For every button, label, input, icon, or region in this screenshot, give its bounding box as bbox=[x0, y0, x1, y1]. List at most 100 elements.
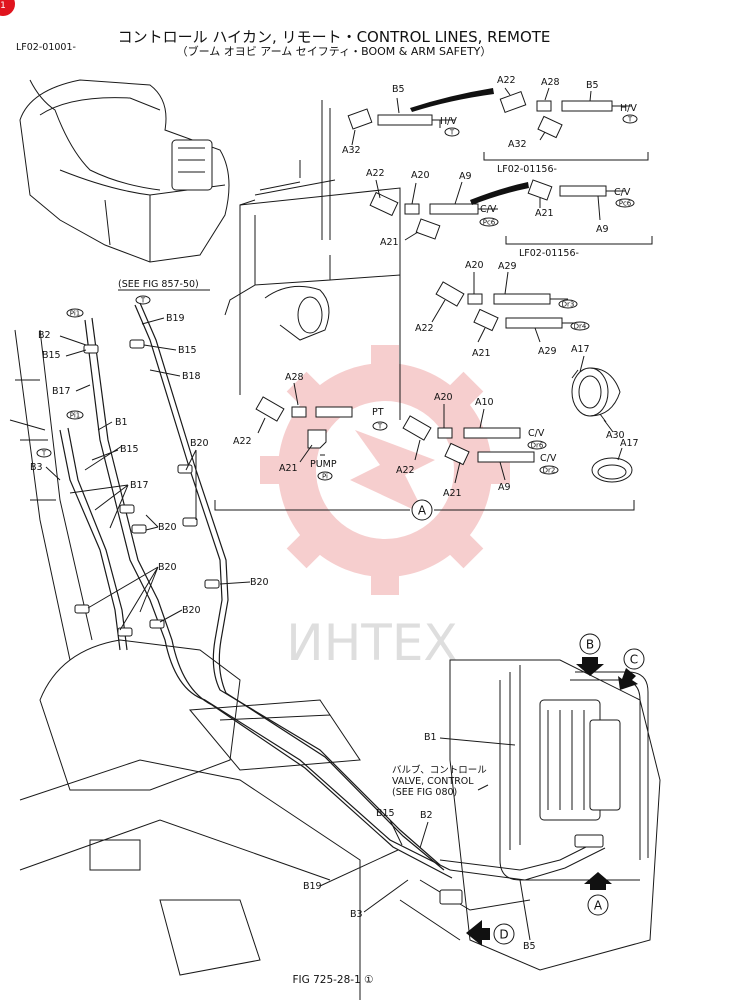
inset-label-hv: H/V bbox=[620, 103, 637, 114]
tag-pi1-top: Pi1 bbox=[70, 310, 80, 318]
inset-fitting-a21 bbox=[527, 179, 553, 201]
tag-pi1-mid: Pi1 bbox=[70, 412, 80, 420]
ref-valve-jp: バルブ、コントロール bbox=[392, 764, 487, 776]
cv-inset-serial: LF02-01156- bbox=[519, 248, 579, 259]
cv-label-a21: A21 bbox=[380, 237, 399, 248]
label-b15-boom-left: B15 bbox=[42, 350, 61, 361]
cvdr-label-a22: A22 bbox=[396, 465, 415, 476]
label-b1-valve: B1 bbox=[424, 732, 437, 743]
dr-fitting-group: A20 A29 A22 A21 A29 Dr3 Dr4 bbox=[415, 260, 590, 359]
label-hv: H/V bbox=[440, 116, 457, 127]
cv-inset-label-cv: C/V bbox=[614, 187, 631, 198]
tag-t: T bbox=[449, 129, 455, 137]
cvdr-label-a9: A9 bbox=[498, 482, 511, 493]
cv-inset-label-a21: A21 bbox=[535, 208, 554, 219]
fitting-a21-dr bbox=[473, 308, 499, 332]
callout-d[interactable]: D bbox=[466, 920, 515, 946]
tag-dr4: Dr4 bbox=[574, 323, 587, 331]
cv-label-a20: A20 bbox=[411, 170, 430, 181]
valve-fitting-lower bbox=[439, 889, 463, 905]
fitting-a22-dr bbox=[435, 281, 465, 307]
callout-a-upper-label: A bbox=[418, 504, 427, 518]
label-b20-a: B20 bbox=[190, 438, 209, 449]
callout-a-lower[interactable]: A bbox=[584, 872, 612, 916]
tag-t-top: T bbox=[140, 297, 146, 305]
pt-label-a28: A28 bbox=[285, 372, 304, 383]
page-subtitle: （ブーム オヨビ アーム セイフティ・BOOM & ARM SAFETY） bbox=[177, 44, 492, 58]
callout-b[interactable]: B bbox=[576, 633, 604, 676]
clamp-a30 bbox=[571, 367, 609, 417]
inset-label-a22: A22 bbox=[497, 75, 516, 86]
fitting-a21-cv bbox=[415, 218, 441, 240]
pump-tag-pi: Pi bbox=[322, 473, 328, 481]
dr-label-a22: A22 bbox=[415, 323, 434, 334]
cvdr-label-a21: A21 bbox=[443, 488, 462, 499]
clamp-a17 bbox=[591, 457, 633, 483]
pt-tag-t: T bbox=[377, 423, 383, 431]
tag-t-left: T bbox=[41, 450, 47, 458]
clamp-group: A17 A30 A17 bbox=[571, 344, 639, 483]
label-b15-boom-mid: B15 bbox=[120, 444, 139, 455]
ref-valve-en: VALVE, CONTROL bbox=[392, 776, 474, 787]
label-b20-b: B20 bbox=[158, 522, 177, 533]
cab-illustration bbox=[19, 79, 230, 263]
dr-label-a29-top: A29 bbox=[498, 261, 517, 272]
valve-bracket-structure bbox=[224, 179, 401, 420]
cvdr-label-cv-upper: C/V bbox=[528, 428, 545, 439]
cv-inset-label-a9: A9 bbox=[596, 224, 609, 235]
pt-pump-group: A28 A22 A21 PT T PUMP Pi bbox=[233, 372, 388, 481]
inset-hose-a9 bbox=[559, 185, 607, 197]
label-b19-boom: B19 bbox=[166, 313, 185, 324]
hose-pt bbox=[315, 406, 353, 418]
label-b5: B5 bbox=[392, 84, 405, 95]
dr-label-a20: A20 bbox=[465, 260, 484, 271]
callout-a-arrow-icon bbox=[584, 872, 612, 890]
label-a17-top: A17 bbox=[571, 344, 590, 355]
serial-top-left: LF02-01001- bbox=[16, 42, 76, 53]
cv-dr-fitting-group: A20 A10 A22 A21 A9 C/V Dr6 C/V Dr2 bbox=[396, 392, 559, 499]
label-b15-valve: B15 bbox=[376, 808, 395, 819]
hose-a29-upper bbox=[493, 293, 551, 305]
dr-label-a21: A21 bbox=[472, 348, 491, 359]
ref-see-fig-857: (SEE FIG 857-50) bbox=[118, 279, 199, 290]
label-b17-boom: B17 bbox=[52, 386, 71, 397]
tag-dr3: Dr3 bbox=[562, 301, 575, 309]
label-b19-valve: B19 bbox=[303, 881, 322, 892]
callout-d-arrow-icon bbox=[466, 920, 490, 946]
hose-a29-lower bbox=[505, 317, 563, 329]
label-a30: A30 bbox=[606, 430, 625, 441]
watermark-text: ИНТЕХ bbox=[286, 614, 457, 672]
pt-label-a22: A22 bbox=[233, 436, 252, 447]
hv-inset-serial: LF02-01156- bbox=[497, 164, 557, 175]
cv-label-a9: A9 bbox=[459, 171, 472, 182]
elbow-a21-pump bbox=[307, 429, 327, 449]
page-tab[interactable]: 1 bbox=[0, 0, 15, 16]
label-b2-valve: B2 bbox=[420, 810, 433, 821]
callout-b-label: B bbox=[586, 638, 594, 652]
callout-c-label: C bbox=[630, 653, 638, 667]
label-b3-valve: B3 bbox=[350, 909, 363, 920]
fitting-a20-cv bbox=[404, 203, 420, 215]
label-pump: PUMP bbox=[310, 459, 337, 470]
label-b20-d: B20 bbox=[250, 577, 269, 588]
figure-number: FIG 725-28-1 ① bbox=[292, 974, 373, 986]
cv-fitting-group: A22 A20 A9 A21 C/V Pc6 A21 A9 C/V Pc6 LF… bbox=[366, 168, 653, 259]
hose-a9-cvdr bbox=[477, 451, 535, 463]
callout-a-upper[interactable] bbox=[411, 499, 433, 521]
dr-label-a29-bottom: A29 bbox=[538, 346, 557, 357]
label-b20-e: B20 bbox=[182, 605, 201, 616]
callout-c[interactable]: C bbox=[618, 648, 645, 690]
hose-a9-cv bbox=[429, 203, 479, 215]
cvdr-label-a10: A10 bbox=[475, 397, 494, 408]
label-b3-boom: B3 bbox=[30, 462, 43, 473]
label-a32: A32 bbox=[342, 145, 361, 156]
fitting-a22-cvdr bbox=[402, 415, 432, 441]
control-valve-assembly: B1 バルブ、コントロール VALVE, CONTROL (SEE FIG 08… bbox=[303, 659, 661, 971]
fitting-a21-cvdr bbox=[444, 442, 470, 466]
fitting-a28-pt bbox=[291, 406, 307, 418]
hv-fitting-group: B5 A32 H/V T A22 A28 B5 A32 H/V T LF02-0… bbox=[239, 75, 649, 395]
label-b1-boom: B1 bbox=[115, 417, 128, 428]
fitting-a32 bbox=[347, 108, 373, 130]
group-bracket-a: A bbox=[214, 499, 635, 521]
